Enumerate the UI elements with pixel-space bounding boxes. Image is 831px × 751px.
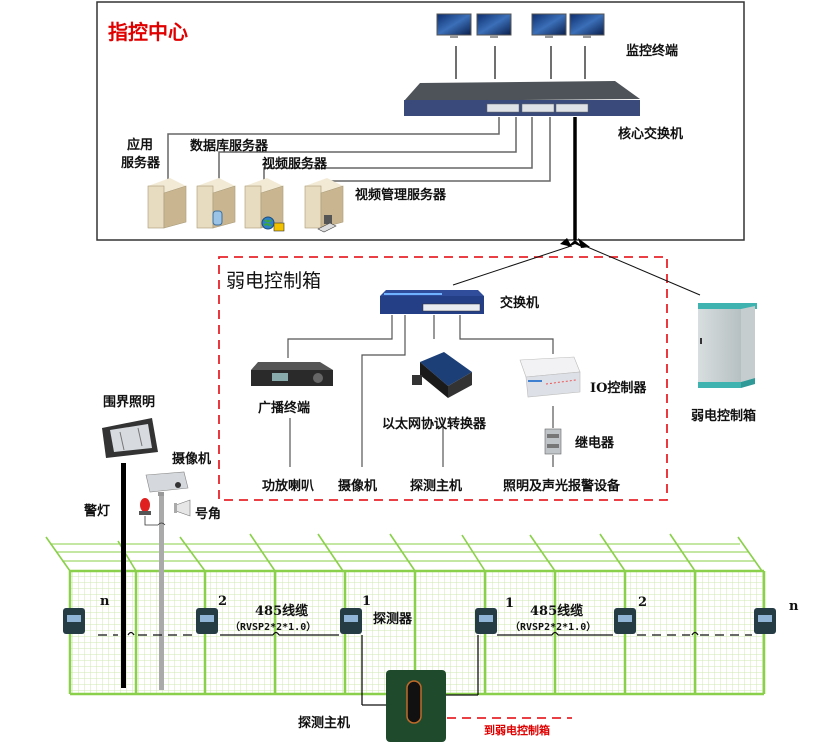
- server-icon: [147, 178, 187, 229]
- detector-icon: [196, 608, 218, 634]
- video-server-label: 视频服务器: [262, 157, 328, 172]
- broadcast-terminal-icon: [251, 362, 333, 386]
- detector-host-label-box: 探测主机: [410, 479, 463, 494]
- lighting-pole: [121, 463, 126, 688]
- detector-number-n-left: n: [100, 594, 110, 609]
- switch-uplink-line: [452, 245, 572, 286]
- perimeter-camera-label: 摄像机: [172, 452, 212, 467]
- app-server-label-line2: 服务器: [121, 156, 161, 171]
- switch-label: 交换机: [500, 296, 540, 311]
- server-links: [167, 117, 551, 182]
- broadcast-terminal-label: 广播终端: [258, 401, 311, 416]
- detector-icon: [614, 608, 636, 634]
- io-controller-label: IO控制器: [590, 381, 647, 396]
- control-box-title: 弱电控制箱: [226, 270, 322, 292]
- to-control-box-label: 到弱电控制箱: [484, 724, 550, 737]
- database-icon: [212, 210, 223, 226]
- detector-icon: [754, 608, 776, 634]
- monitor-terminals: [436, 13, 605, 79]
- core-switch-label: 核心交换机: [618, 127, 684, 142]
- detector-number-2-right: 2: [638, 595, 648, 610]
- database-server-label: 数据库服务器: [190, 139, 269, 154]
- detector-icon: [63, 608, 85, 634]
- detector-host-label: 探测主机: [298, 716, 351, 731]
- globe-icon: [261, 216, 275, 230]
- cable-left-spec: （RVSP2*2*1.0）: [230, 622, 317, 633]
- detector-number-n-right: n: [789, 599, 799, 614]
- monitor-icon: [436, 13, 472, 38]
- perimeter-lighting-label: 围界照明: [103, 395, 156, 410]
- server-icon: [244, 178, 285, 232]
- detector-icon: [475, 608, 497, 634]
- detector-icon: [340, 608, 362, 634]
- detector-label: 探测器: [373, 612, 413, 627]
- camera-pole: [159, 495, 164, 690]
- ethernet-converter-icon: [412, 352, 472, 398]
- cable-left-name: 485线缆: [255, 604, 309, 619]
- warning-light-label: 警灯: [84, 504, 111, 519]
- monitor-icon: [569, 13, 605, 38]
- workstation-icon: [324, 215, 332, 224]
- camera-icon: [145, 471, 189, 496]
- app-server-label-line1: 应用: [127, 138, 154, 153]
- cabinet-uplink-line: [584, 245, 701, 296]
- rs485-cable: [98, 631, 752, 706]
- perimeter-light-icon: [102, 418, 158, 458]
- monitor-icon: [476, 13, 512, 38]
- cable-right-spec: （RVSP2*2*1.0）: [510, 622, 597, 633]
- fence-top: [45, 533, 763, 572]
- horn-label: 号角: [195, 507, 222, 522]
- control-cabinet-icon: [698, 303, 757, 388]
- monitor-terminals-label: 监控终端: [626, 44, 679, 59]
- monitor-icon: [531, 13, 567, 38]
- control-box-links: [287, 315, 554, 467]
- detector-number-1-right: 1: [505, 596, 515, 611]
- relay-label: 继电器: [575, 436, 615, 451]
- detector-number-2-left: 2: [218, 594, 228, 609]
- server-icon: [196, 178, 236, 229]
- core-switch-icon: [404, 81, 640, 116]
- cable-right-name: 485线缆: [530, 604, 584, 619]
- command-center-box: [96, 1, 745, 241]
- switch-icon: [380, 290, 484, 314]
- detector-number-1-left: 1: [362, 594, 372, 609]
- cabinet-label: 弱电控制箱: [691, 409, 757, 424]
- amplifier-speaker-label: 功放喇叭: [262, 479, 315, 494]
- server-icon: [304, 178, 344, 233]
- command-center-title: 指控中心: [108, 20, 188, 44]
- camera-label-box: 摄像机: [338, 479, 378, 494]
- video-management-server-label: 视频管理服务器: [355, 188, 447, 203]
- detector-host-icon: [386, 670, 446, 742]
- control-box-boundary: [218, 256, 668, 501]
- warning-light-icon: [139, 498, 151, 515]
- horn-icon: [174, 499, 191, 517]
- io-controller-icon: [519, 356, 581, 398]
- lighting-alarm-label: 照明及声光报警设备: [503, 479, 621, 494]
- ethernet-converter-label: 以太网协议转换器: [382, 417, 487, 432]
- relay-icon: [544, 428, 562, 455]
